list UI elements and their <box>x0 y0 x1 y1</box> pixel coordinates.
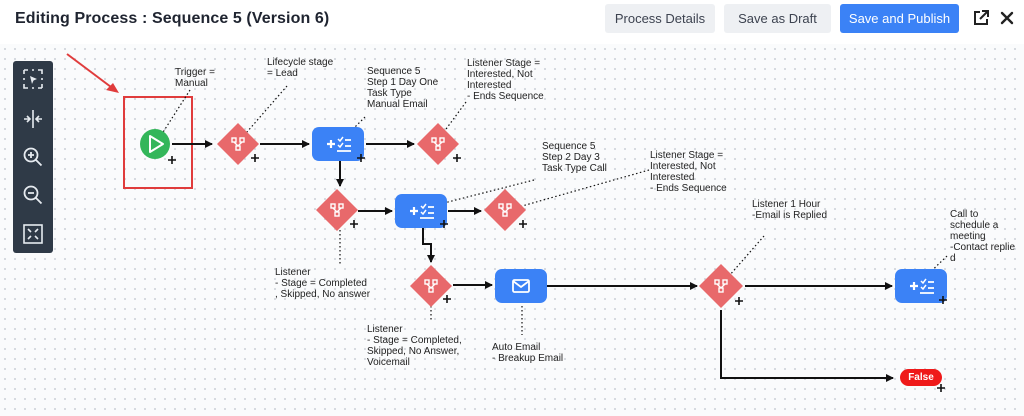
process-details-button[interactable]: Process Details <box>605 4 715 33</box>
seq5-step2-label: Sequence 5 Step 2 Day 3 Task Type Call <box>542 141 607 174</box>
listener-stage-2-label: Listener Stage = Interested, Not Interes… <box>650 150 727 194</box>
save-and-publish-button[interactable]: Save and Publish <box>840 4 959 33</box>
trigger-label: Trigger = Manual <box>175 67 215 89</box>
connectors <box>172 140 894 382</box>
page-title: Editing Process : Sequence 5 (Version 6) <box>15 10 330 27</box>
condition-node-listener-hour[interactable] <box>699 264 743 308</box>
add-step-icons[interactable] <box>251 154 947 392</box>
trigger-highlight-box <box>123 96 193 189</box>
task-node-step1[interactable] <box>312 127 364 161</box>
false-branch-pill[interactable]: False <box>900 369 942 386</box>
zoom-in-icon[interactable] <box>21 145 45 169</box>
zoom-out-icon[interactable] <box>21 183 45 207</box>
listener-completed-1-label: Listener - Stage = Completed , Skipped, … <box>275 267 371 300</box>
condition-node-listener-completed-2[interactable] <box>410 265 452 307</box>
seq5-step1-label: Sequence 5 Step 1 Day One Task Type Manu… <box>367 66 439 110</box>
save-as-draft-button[interactable]: Save as Draft <box>724 4 831 33</box>
lifecycle-label: Lifecycle stage = Lead <box>267 57 334 79</box>
annotation-arrow <box>66 53 116 91</box>
task-node-step2[interactable] <box>395 194 447 228</box>
listener-stage-1-label: Listener Stage = Interested, Not Interes… <box>467 58 544 102</box>
auto-email-label: Auto Email - Breakup Email <box>492 342 564 364</box>
condition-node-listener-stage-1[interactable] <box>417 123 459 165</box>
task-node-call[interactable] <box>895 269 947 303</box>
close-icon[interactable] <box>997 8 1017 28</box>
trigger-node[interactable] <box>140 129 170 159</box>
listener-hour-label: Listener 1 Hour -Email is Replied <box>752 199 828 221</box>
listener-completed-2-label: Listener - Stage = Completed, Skipped, N… <box>367 324 462 368</box>
add-step-icon[interactable] <box>168 156 176 164</box>
split-horizontal-icon[interactable] <box>21 107 45 131</box>
email-node-auto-email[interactable] <box>495 269 547 303</box>
condition-node-listener-completed-1[interactable] <box>316 189 358 231</box>
top-bar: Editing Process : Sequence 5 (Version 6)… <box>0 0 1024 44</box>
select-area-icon[interactable] <box>21 67 45 91</box>
flow-canvas[interactable] <box>0 44 1024 416</box>
fit-screen-icon[interactable] <box>21 222 45 246</box>
condition-node-lifecycle[interactable] <box>217 123 259 165</box>
call-meeting-label: Call to schedule a meeting -Contact repl… <box>950 209 1016 264</box>
annotation-arrow-head <box>106 83 119 93</box>
open-external-icon[interactable] <box>971 8 991 28</box>
condition-node-listener-stage-2[interactable] <box>484 189 526 231</box>
canvas-tool-panel <box>13 61 53 253</box>
